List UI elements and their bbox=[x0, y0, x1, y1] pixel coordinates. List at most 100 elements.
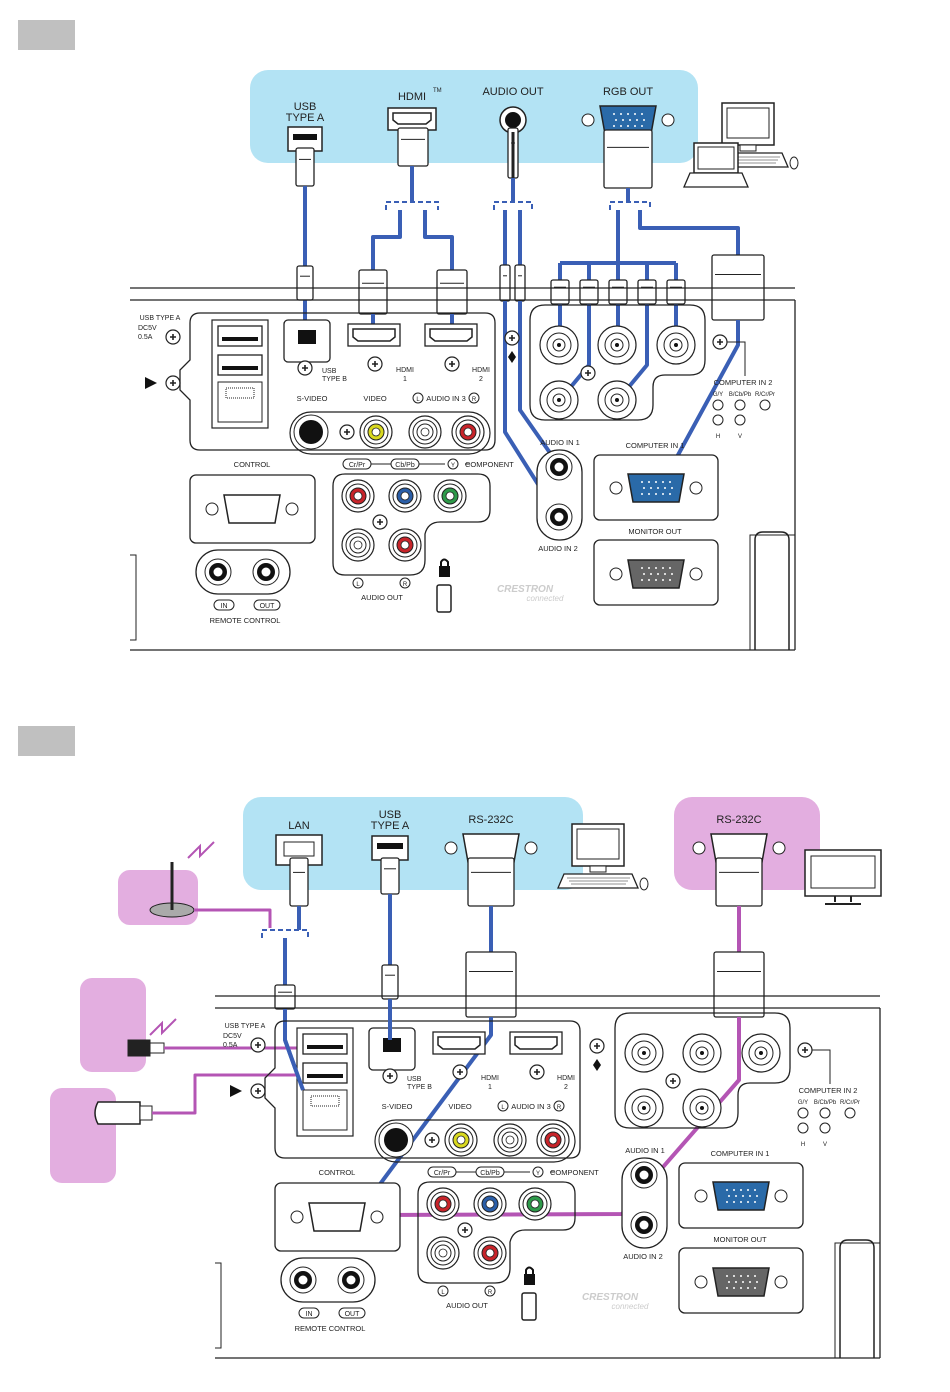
computer-in2-r-port bbox=[741, 1033, 781, 1073]
lan-plug bbox=[289, 857, 309, 907]
r-cr-pr-label: R/Cr/Pr bbox=[755, 392, 775, 398]
component-y-port bbox=[518, 1187, 552, 1221]
cr-pr-label: Cr/Pr bbox=[349, 462, 366, 469]
usb-storage-icon bbox=[94, 1101, 153, 1125]
video-port bbox=[444, 1123, 478, 1157]
s-video-label: S-VIDEO bbox=[382, 1102, 413, 1111]
lan-label: LAN bbox=[288, 820, 309, 832]
video-label: VIDEO bbox=[448, 1102, 472, 1111]
v-label: V bbox=[738, 434, 742, 440]
screw-icon bbox=[250, 1037, 266, 1053]
audio-out-source-label: AUDIO OUT bbox=[482, 86, 543, 98]
computer-icon bbox=[557, 823, 649, 891]
audio-out-right-label: R bbox=[403, 582, 408, 588]
audio-in3-left-port bbox=[493, 1123, 527, 1157]
audio-out-left-port bbox=[341, 528, 375, 562]
remote-out-port bbox=[252, 558, 280, 586]
audio-out-label: AUDIO OUT bbox=[446, 1301, 488, 1310]
component-label: COMPONENT bbox=[465, 460, 514, 469]
arrow-icon bbox=[230, 1085, 242, 1097]
b-cb-pb-label: B/Cb/Pb bbox=[814, 1100, 837, 1106]
hdmi-2-plug bbox=[436, 269, 468, 315]
hdmi-1-port-number: 1 bbox=[488, 1084, 492, 1091]
trademark-label: TM bbox=[433, 88, 442, 94]
computer-in2-h-port bbox=[539, 380, 579, 420]
computer-in2-g-port bbox=[539, 325, 579, 365]
cable bbox=[283, 1039, 305, 1091]
control-port bbox=[290, 1202, 384, 1232]
hdmi-1-port-label: HDMI bbox=[396, 367, 414, 374]
screw-icon bbox=[372, 514, 388, 530]
cable-split-bracket bbox=[609, 201, 651, 210]
source-usb-a-port bbox=[287, 126, 323, 152]
computer-in2-v-port bbox=[597, 380, 637, 420]
screw-icon bbox=[504, 330, 520, 346]
computer-in1-port bbox=[609, 473, 703, 503]
monitor-icon bbox=[804, 849, 882, 905]
screw-icon bbox=[712, 334, 728, 350]
cb-pb-label: Cb/Pb bbox=[395, 462, 415, 469]
cable bbox=[518, 301, 557, 462]
screw-icon bbox=[444, 356, 460, 372]
computer-in2-g-port bbox=[624, 1033, 664, 1073]
usb-type-a-label: USB TYPE A bbox=[225, 1023, 266, 1030]
usb-a-plug bbox=[295, 147, 315, 187]
rs232c-computer-label: RS-232C bbox=[468, 814, 513, 826]
h-label: H bbox=[801, 1142, 805, 1148]
audio-plug-left bbox=[499, 264, 511, 302]
screw-icon bbox=[250, 1083, 266, 1099]
cable-split-bracket bbox=[493, 201, 533, 210]
cable bbox=[371, 210, 402, 272]
hdmi-1-port-number: 1 bbox=[403, 376, 407, 383]
rs232c-plug bbox=[467, 857, 515, 907]
usb-wireless-adapter-icon bbox=[127, 1039, 165, 1057]
screw-icon bbox=[339, 424, 355, 440]
remote-in-port bbox=[289, 1266, 317, 1294]
hdmi-2-port bbox=[509, 1031, 563, 1055]
kensington-lock-icon bbox=[524, 1266, 535, 1285]
hdmi-plug bbox=[397, 127, 429, 167]
source-hdmi-port bbox=[387, 107, 437, 131]
audio-out-left-label: L bbox=[356, 582, 360, 588]
audio-in2-port bbox=[545, 503, 573, 531]
b-cb-pb-label: B/Cb/Pb bbox=[729, 392, 752, 398]
screw-icon bbox=[424, 1132, 440, 1148]
current-label: 0.5A bbox=[223, 1042, 238, 1049]
hdmi-2-port-label: HDMI bbox=[557, 1075, 575, 1082]
cable bbox=[194, 908, 272, 928]
computer-in1-label: COMPUTER IN 1 bbox=[626, 441, 685, 450]
audio-out-right-label: R bbox=[488, 1290, 493, 1296]
kensington-lock-icon bbox=[439, 558, 450, 577]
y-label: Y bbox=[536, 1171, 540, 1177]
cable bbox=[638, 210, 740, 255]
component-y-port bbox=[433, 479, 467, 513]
screw-icon bbox=[165, 375, 181, 391]
screw-icon bbox=[382, 1068, 398, 1084]
s-video-port bbox=[293, 414, 329, 450]
source-rgb-out-port bbox=[581, 105, 675, 135]
video-label: VIDEO bbox=[363, 394, 387, 403]
cable bbox=[658, 320, 740, 489]
indicator-circle bbox=[819, 1122, 831, 1134]
wireless-signal-icon bbox=[149, 1018, 177, 1036]
monitor-out-port bbox=[609, 559, 703, 589]
audio-in1-port bbox=[630, 1161, 658, 1189]
laptop-icon bbox=[683, 142, 749, 188]
cr-pr-label: Cr/Pr bbox=[434, 1170, 451, 1177]
control-label: CONTROL bbox=[319, 1168, 356, 1177]
computer-in2-b-port bbox=[597, 325, 637, 365]
hdmi-2-port-number: 2 bbox=[479, 376, 483, 383]
screw-icon bbox=[580, 365, 596, 381]
component-label: COMPONENT bbox=[550, 1168, 599, 1177]
rs232c-plug bbox=[715, 857, 763, 907]
indicator-circle bbox=[734, 414, 746, 426]
component-cb-port bbox=[388, 479, 422, 513]
cable-split-bracket bbox=[261, 929, 309, 938]
hdmi-2-port-label: HDMI bbox=[472, 367, 490, 374]
component-cb-port bbox=[473, 1187, 507, 1221]
component-cr-port bbox=[426, 1187, 460, 1221]
usb-b-plug bbox=[296, 265, 314, 301]
